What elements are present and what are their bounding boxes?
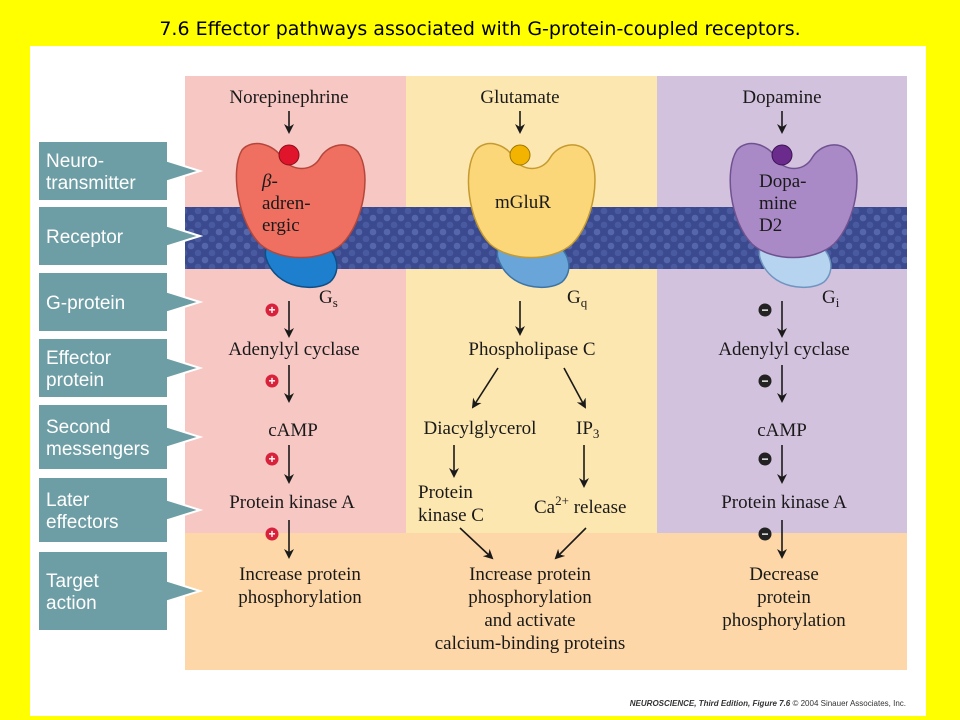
later-effector-ca-release: Ca2+ release [534, 493, 626, 518]
row-label-text: action [46, 593, 97, 614]
minus-sign-1 [758, 303, 772, 317]
row-label-box [37, 337, 204, 399]
minus-sign-3 [758, 452, 772, 466]
receptor-label-right-2: mine [759, 193, 797, 214]
minus-sign-4 [758, 527, 772, 541]
receptor-label-mglur: mGluR [495, 192, 551, 213]
target-action-left-2: phosphorylation [238, 587, 362, 608]
g-protein-label-left: Gs [319, 287, 338, 310]
figure-credit: NEUROSCIENCE, Third Edition, Figure 7.6 … [630, 699, 906, 708]
second-messenger-camp-left: cAMP [268, 420, 318, 441]
plus-sign-4-glyph: + [268, 527, 275, 541]
ligand-dopamine [771, 144, 793, 166]
row-label-text: messengers [46, 439, 150, 460]
minus-sign-3-glyph: − [761, 452, 768, 466]
plus-sign-1-glyph: + [268, 303, 275, 317]
row-label-box [37, 205, 204, 267]
plus-sign-2-glyph: + [268, 374, 275, 388]
row-label-box [37, 403, 204, 471]
row-label-text: G-protein [46, 293, 125, 314]
target-action-middle-4: calcium-binding proteins [435, 633, 625, 654]
target-action-middle-3: and activate [484, 610, 575, 631]
neurotransmitter-glutamate: Glutamate [480, 87, 559, 108]
receptor-label-left-3: ergic [262, 215, 300, 236]
minus-sign-2 [758, 374, 772, 388]
plus-sign-1 [265, 303, 279, 317]
figure: Neuro-transmitterReceptorG-proteinEffect… [30, 46, 926, 716]
row-label-text: Effector [46, 348, 112, 369]
g-protein-label-middle: Gq [567, 287, 588, 310]
target-action-middle-2: phosphorylation [468, 587, 592, 608]
plus-sign-4 [265, 527, 279, 541]
row-labels: Neuro-transmitterReceptorG-proteinEffect… [37, 140, 204, 632]
target-action-right-1: Decrease [749, 564, 819, 585]
target-action-middle-1: Increase protein [469, 564, 591, 585]
later-effector-pka-left: Protein kinase A [229, 492, 355, 513]
second-messenger-ip3: IP3 [576, 418, 599, 441]
minus-sign-4-glyph: − [761, 527, 768, 541]
plus-sign-3-glyph: + [268, 452, 275, 466]
g-protein-label-right: Gi [822, 287, 840, 310]
neurotransmitter-norepinephrine: Norepinephrine [229, 87, 348, 108]
slide-title: 7.6 Effector pathways associated with G-… [159, 18, 801, 40]
row-label-box [37, 140, 204, 202]
minus-sign-1-glyph: − [761, 303, 768, 317]
ligand-glutamate [509, 144, 531, 166]
row-label-box [37, 476, 204, 544]
later-effector-pkc-2: kinase C [418, 505, 484, 526]
row-label-text: Target [46, 571, 100, 592]
plus-sign-2 [265, 374, 279, 388]
target-action-right-3: phosphorylation [722, 610, 846, 631]
target-action-right-2: protein [757, 587, 811, 608]
pathway-right: Dopamine Dopa- mine D2 Gi − Adenylyl cyc… [718, 87, 858, 631]
row-label-box [37, 271, 204, 333]
receptor-label-left-2: adren- [262, 193, 311, 214]
row-label-box [37, 550, 204, 632]
receptor-label-left-1: β- [261, 171, 278, 192]
receptor-label-right-1: Dopa- [759, 171, 806, 192]
second-messenger-diacylglycerol: Diacylglycerol [424, 418, 537, 439]
pathway-middle: Glutamate mGluR Gq Phospholipase C Diacy… [418, 87, 626, 654]
second-messenger-camp-right: cAMP [757, 420, 807, 441]
later-effector-pka-right: Protein kinase A [721, 492, 847, 513]
arrow-plc-dag [471, 367, 499, 409]
row-label-text: Receptor [46, 227, 124, 248]
ligand-norepinephrine [278, 144, 300, 166]
row-label-text: protein [46, 370, 104, 391]
arrow-plc-ip3 [563, 367, 586, 409]
effector-phospholipase-c: Phospholipase C [468, 339, 595, 360]
row-label-text: transmitter [46, 173, 136, 194]
row-label-text: Later [46, 490, 90, 511]
arrow-ca-target [554, 527, 587, 560]
effector-adenylyl-cyclase-right: Adenylyl cyclase [718, 339, 849, 360]
pathway-left: Norepinephrine β- adren- ergic Gs + Aden… [228, 87, 366, 608]
minus-sign-2-glyph: − [761, 374, 768, 388]
receptor-label-right-3: D2 [759, 215, 782, 236]
arrow-pkc-target [459, 527, 494, 560]
target-action-left-1: Increase protein [239, 564, 361, 585]
row-label-text: effectors [46, 512, 119, 533]
later-effector-pkc-1: Protein [418, 482, 473, 503]
row-label-text: Second [46, 417, 110, 438]
effector-adenylyl-cyclase-left: Adenylyl cyclase [228, 339, 359, 360]
plus-sign-3 [265, 452, 279, 466]
neurotransmitter-dopamine: Dopamine [742, 87, 821, 108]
row-label-text: Neuro- [46, 151, 104, 172]
